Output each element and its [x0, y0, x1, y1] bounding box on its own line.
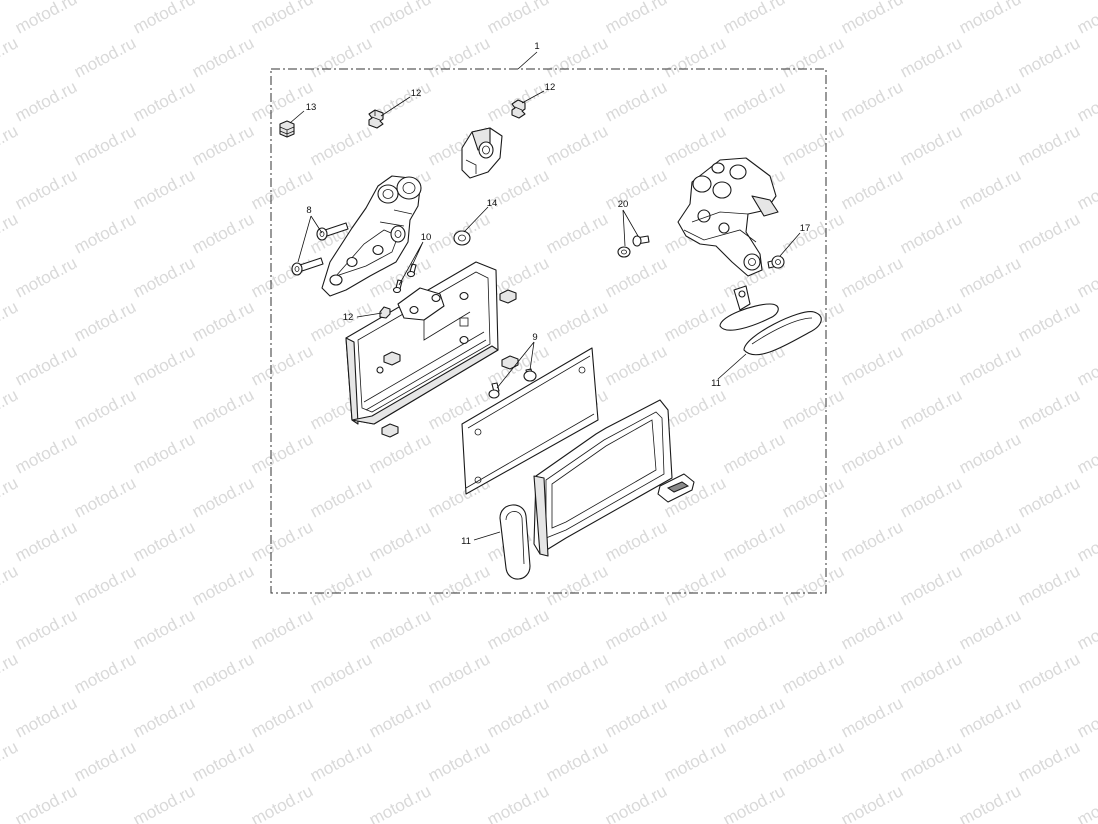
callout-labels: 1 13 12 12 8 14 10 20 17 12 9 11 11: [306, 41, 811, 547]
callout-11-right: 11: [711, 378, 721, 389]
part-12-clip-c: [379, 306, 391, 319]
rubber-pads: [381, 289, 519, 438]
part-11-reflector-upper: [719, 285, 822, 356]
right-mounting-bracket: [677, 157, 779, 277]
callout-20: 20: [618, 199, 629, 210]
callout-14: 14: [487, 198, 498, 209]
part-9-screws: [488, 368, 537, 399]
part-12-clip-b: [511, 99, 526, 119]
part-17-bolt: [767, 255, 785, 269]
wedge-reflector: [657, 473, 695, 503]
outer-plate-frame: [533, 399, 673, 557]
part-20-bolts: [617, 235, 650, 258]
part-12-clip-a: [368, 109, 384, 129]
plate-holder-frame: [345, 261, 499, 425]
callout-10: 10: [421, 232, 432, 243]
callout-1: 1: [534, 41, 539, 52]
part-8-bolts: [291, 222, 349, 276]
flat-plate-gasket: [461, 347, 599, 495]
callout-8: 8: [306, 205, 311, 216]
callout-17: 17: [800, 223, 811, 234]
kit-boundary-frame: [270, 68, 827, 594]
callout-11-lower: 11: [461, 536, 471, 547]
part-10-screws: [392, 263, 417, 294]
leader-lines: [289, 51, 801, 541]
part-11-reflector-lower: [499, 504, 531, 580]
callout-12-top-middle: 12: [545, 82, 556, 93]
callout-12-left-lower: 12: [343, 312, 354, 323]
upper-bracket: [461, 127, 503, 179]
part-13-nut: [279, 120, 295, 138]
part-14-washer: [453, 230, 471, 246]
callout-9: 9: [532, 332, 537, 343]
callout-13: 13: [306, 102, 317, 113]
left-mounting-arm: [321, 175, 422, 297]
callout-12-top-left: 12: [411, 88, 422, 99]
